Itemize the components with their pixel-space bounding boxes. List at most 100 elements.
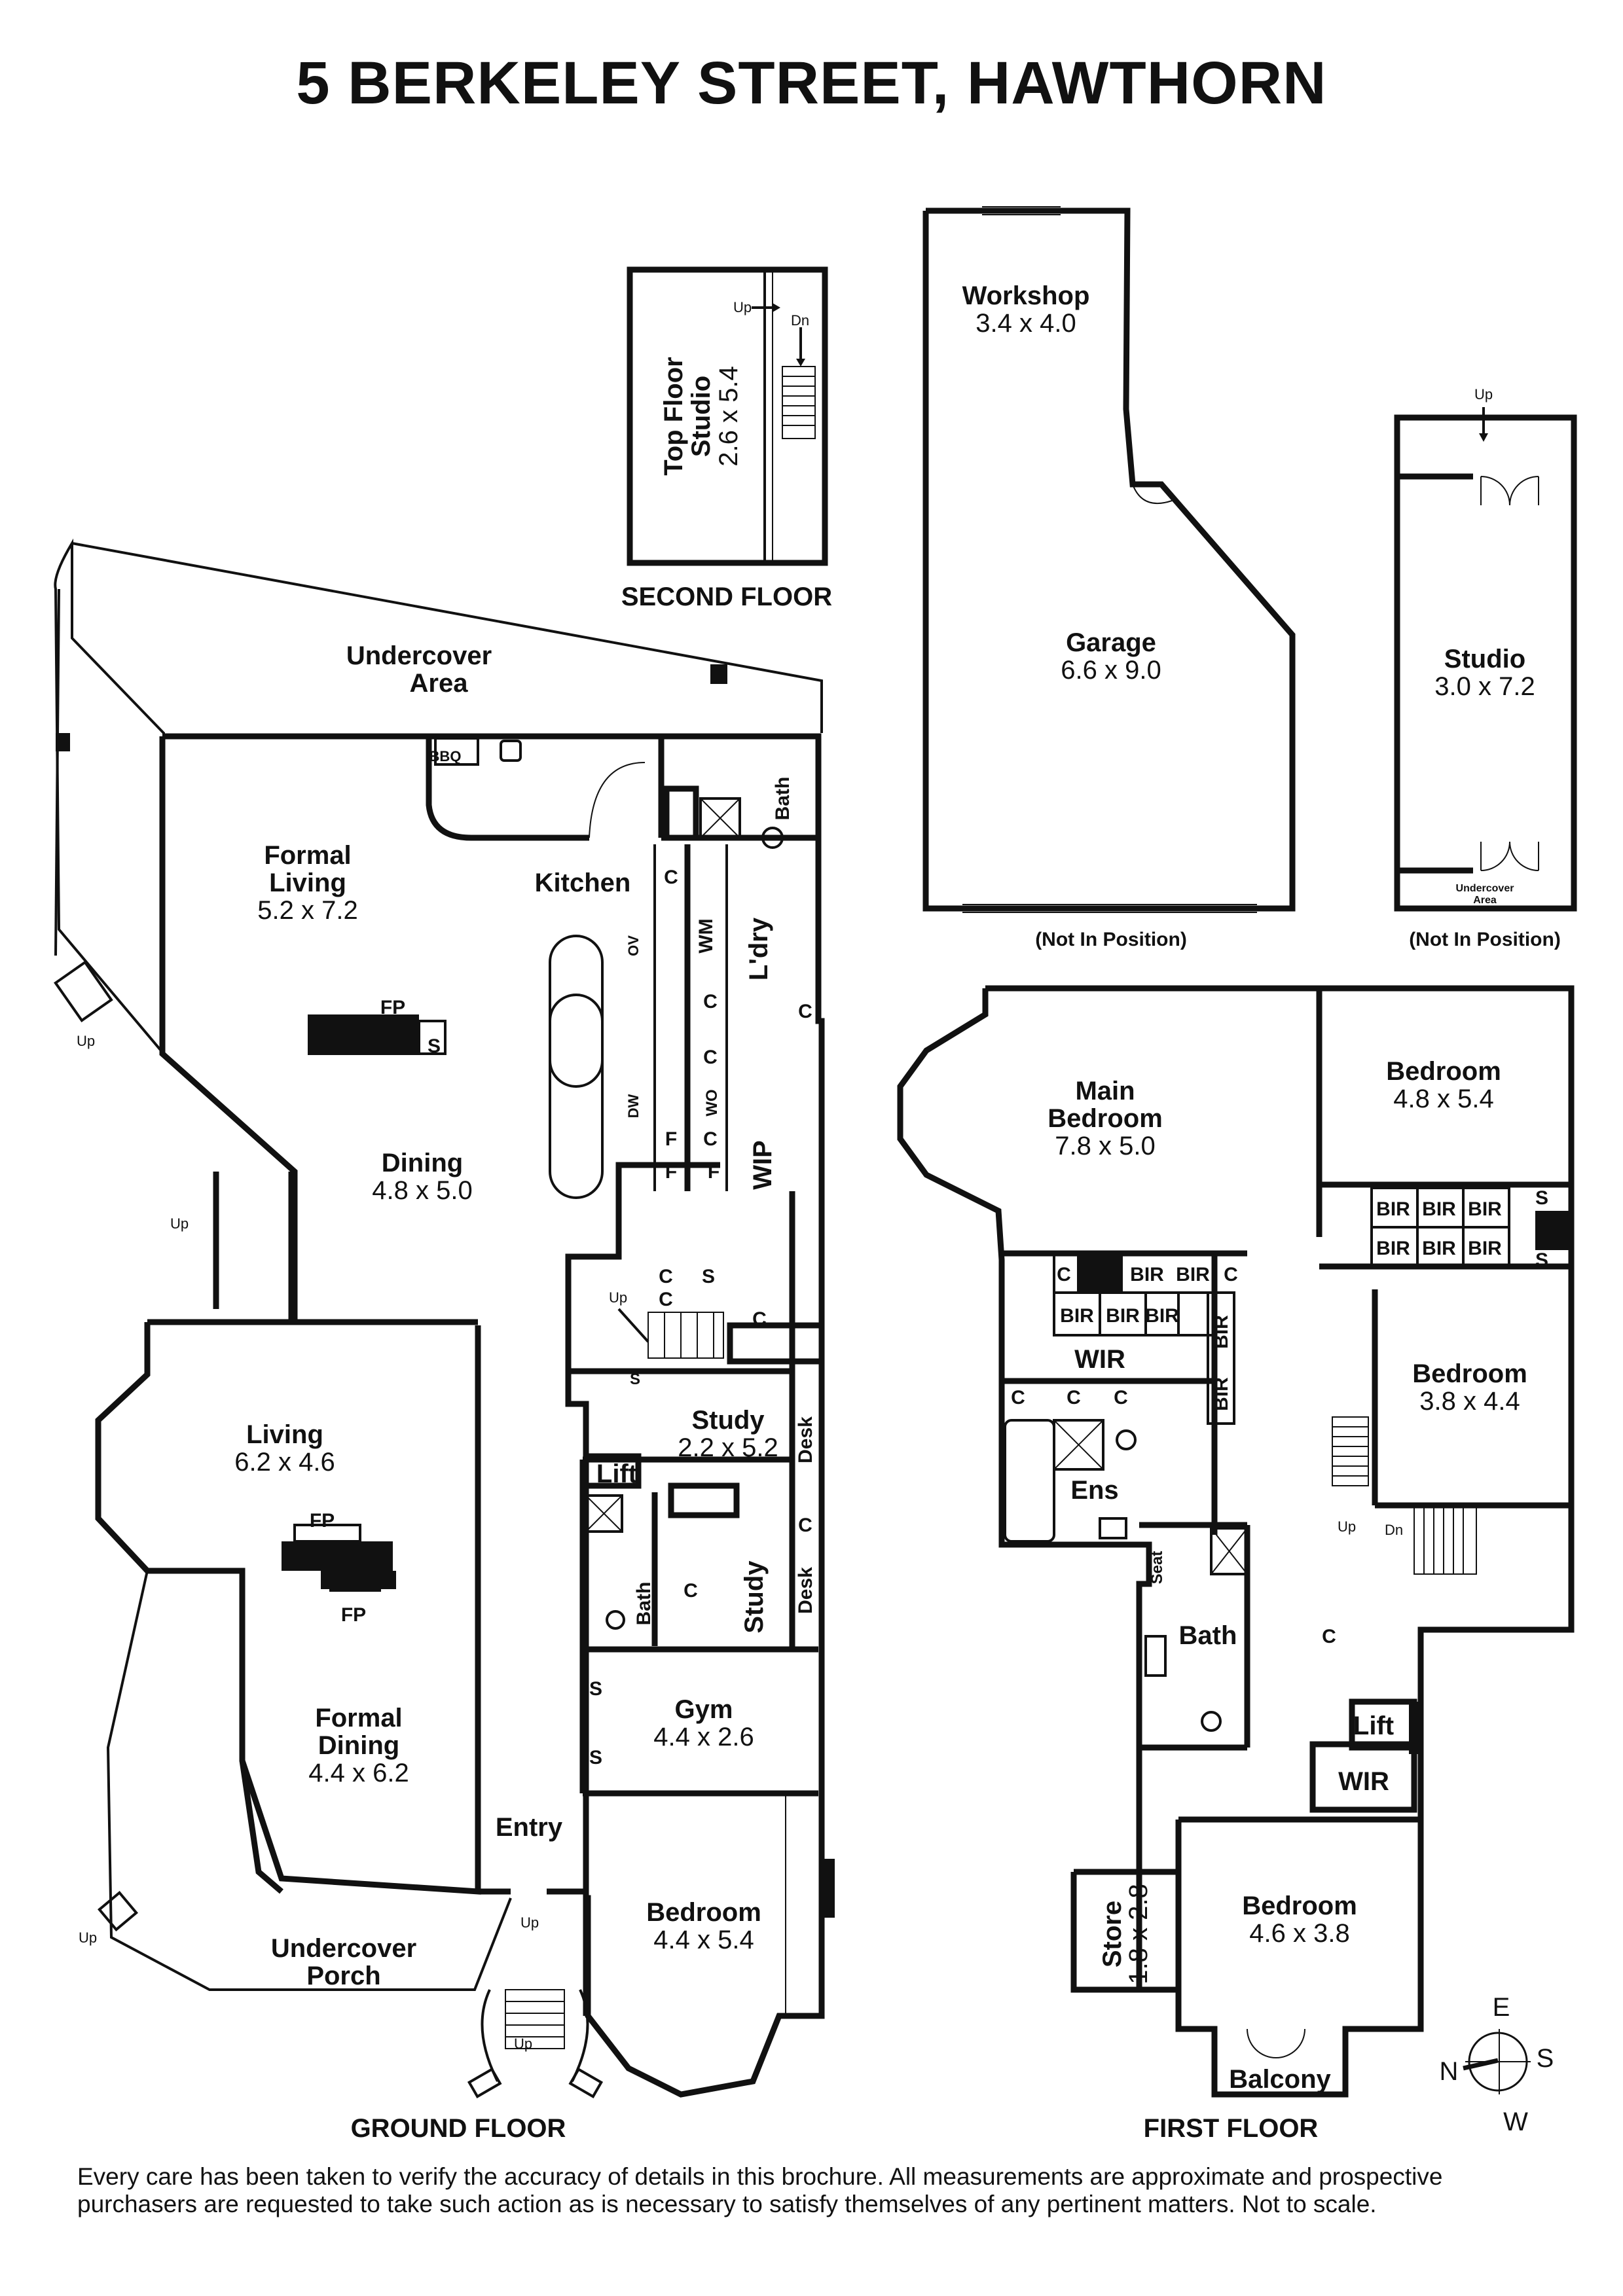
dw-label: DW [625,1094,642,1118]
main-bedroom-label-2: Bedroom [1048,1104,1163,1133]
study-bath-label: Bath [633,1582,655,1626]
up-label-5: Up [514,2036,532,2052]
bir-label-10: BIR [1106,1305,1140,1327]
c-label-5: C [798,1001,812,1022]
compass-n: N [1440,2057,1459,2086]
c-label-6: C [752,1308,767,1330]
second-up-label: Up [733,299,752,315]
bedroom-3-size: 4.6 x 3.8 [1249,1919,1349,1948]
compass-e: E [1493,1993,1510,2022]
workshop-label: Workshop [962,281,1090,310]
entry-label: Entry [496,1813,563,1842]
bbq-label: BBQ [429,748,462,764]
compass: E N S W [1440,1993,1554,2136]
bir-label-1: BIR [1376,1198,1410,1220]
living-label: Living [246,1420,323,1449]
studio-undercover-label: Undercover [1456,883,1514,894]
first-floor: Main Bedroom 7.8 x 5.0 Bedroom 4.8 x 5.4… [897,985,1575,2143]
balcony-label: Balcony [1229,2065,1331,2094]
ground-floor-label: GROUND FLOOR [351,2114,566,2143]
wir2-walls [1309,1741,1417,1813]
seat-label: Seat [1148,1551,1166,1585]
ens-label: Ens [1070,1476,1118,1505]
top-studio-label-2: Studio [687,376,716,457]
store-label: Store [1098,1901,1127,1967]
second-dn-label: Dn [791,312,809,329]
disclaimer: Every care has been taken to verify the … [77,2163,1443,2217]
up-label-6: Up [79,1929,97,1946]
s-label-3: S [589,1678,602,1700]
up-label-4: Up [520,1914,539,1931]
first-s-label-2: S [1535,1249,1548,1271]
top-studio-walls [627,266,828,566]
bir-grid-1 [1370,1187,1510,1268]
first-dn-label: Dn [1385,1522,1403,1538]
formal-dining-label-2: Dining [318,1731,399,1760]
studio-block: Up Studio 3.0 x 7.2 Undercover Area (Not… [1394,386,1577,950]
first-c-label-6: C [1322,1626,1336,1647]
garage-label: Garage [1066,628,1156,657]
bir-grid-2 [1053,1252,1235,1425]
studio-walls [1394,414,1577,912]
bir-label-8: BIR [1176,1264,1210,1285]
dining-label: Dining [382,1149,463,1177]
garage-not-in-position: (Not In Position) [1035,929,1187,950]
bir-label-9: BIR [1060,1305,1094,1327]
c-label-10: C [798,1515,812,1536]
wm-label: WM [695,918,717,953]
c-label-3: C [703,1047,718,1068]
wo-label: WO [703,1089,721,1116]
stairs-ground [617,1308,724,1359]
s-label-1: S [702,1266,715,1287]
compass-w: W [1503,2108,1528,2136]
bir-label-3: BIR [1468,1198,1502,1220]
bir-label-11: BIR [1145,1305,1179,1327]
c-label-4: C [703,1128,718,1150]
bedroom-2-size: 3.8 x 4.4 [1419,1387,1520,1416]
s-label-4: S [589,1747,602,1768]
bedroom-2-label: Bedroom [1412,1359,1527,1388]
main-bedroom-label-1: Main [1075,1077,1135,1105]
studio-undercover-label-2: Area [1473,895,1497,906]
first-floor-label: FIRST FLOOR [1144,2114,1319,2143]
second-floor: Up Dn Top Floor Studio 2.6 x 5.4 SECOND … [621,266,832,611]
desk-label-2: Desk [795,1567,816,1614]
bir-label-2: BIR [1422,1198,1456,1220]
up-label-1: Up [170,1215,189,1232]
formal-living-size: 5.2 x 7.2 [257,896,357,925]
store-size: 1.8 x 2.8 [1124,1884,1153,1984]
lift-ground-label: Lift [596,1460,637,1488]
bir-label-5: BIR [1422,1238,1456,1259]
up-label-3: Up [609,1289,627,1306]
top-studio-label-1: Top Floor [659,357,688,475]
dining-size: 4.8 x 5.0 [372,1176,472,1205]
wir2-label: WIR [1338,1767,1389,1796]
formal-living-label-1: Formal [264,841,351,870]
formal-dining-size: 4.4 x 6.2 [308,1759,409,1787]
desk-label-1: Desk [795,1416,816,1463]
garage-size: 6.6 x 9.0 [1061,656,1161,685]
bedroom-ground-label: Bedroom [646,1898,761,1927]
wip-label: WIP [748,1140,777,1190]
garage-block: Workshop 3.4 x 4.0 Garage 6.6 x 9.0 (Not… [922,206,1296,950]
f-label-3: F [708,1161,720,1183]
bedroom-3-label: Bedroom [1242,1892,1357,1920]
f-label-2: F [665,1161,677,1183]
first-c-label-4: C [1067,1387,1081,1408]
up-label-2: Up [77,1033,95,1049]
f-label-1: F [665,1128,677,1150]
c-label-2: C [703,991,718,1013]
formal-dining-label-1: Formal [315,1704,402,1732]
bir-label-4: BIR [1376,1238,1410,1259]
first-c-label-5: C [1114,1387,1128,1408]
studio-size: 3.0 x 7.2 [1434,672,1535,701]
first-c-label-1: C [1057,1264,1071,1285]
second-floor-label: SECOND FLOOR [621,583,832,611]
c-label-7: C [659,1266,673,1287]
bir-label-12: BIR [1211,1315,1232,1349]
s-label-5: S [630,1371,640,1388]
laundry-label: L'dry [744,917,773,980]
undercover-porch-label-2: Porch [306,1962,380,1990]
undercover-area-label-1: Undercover [346,641,492,670]
